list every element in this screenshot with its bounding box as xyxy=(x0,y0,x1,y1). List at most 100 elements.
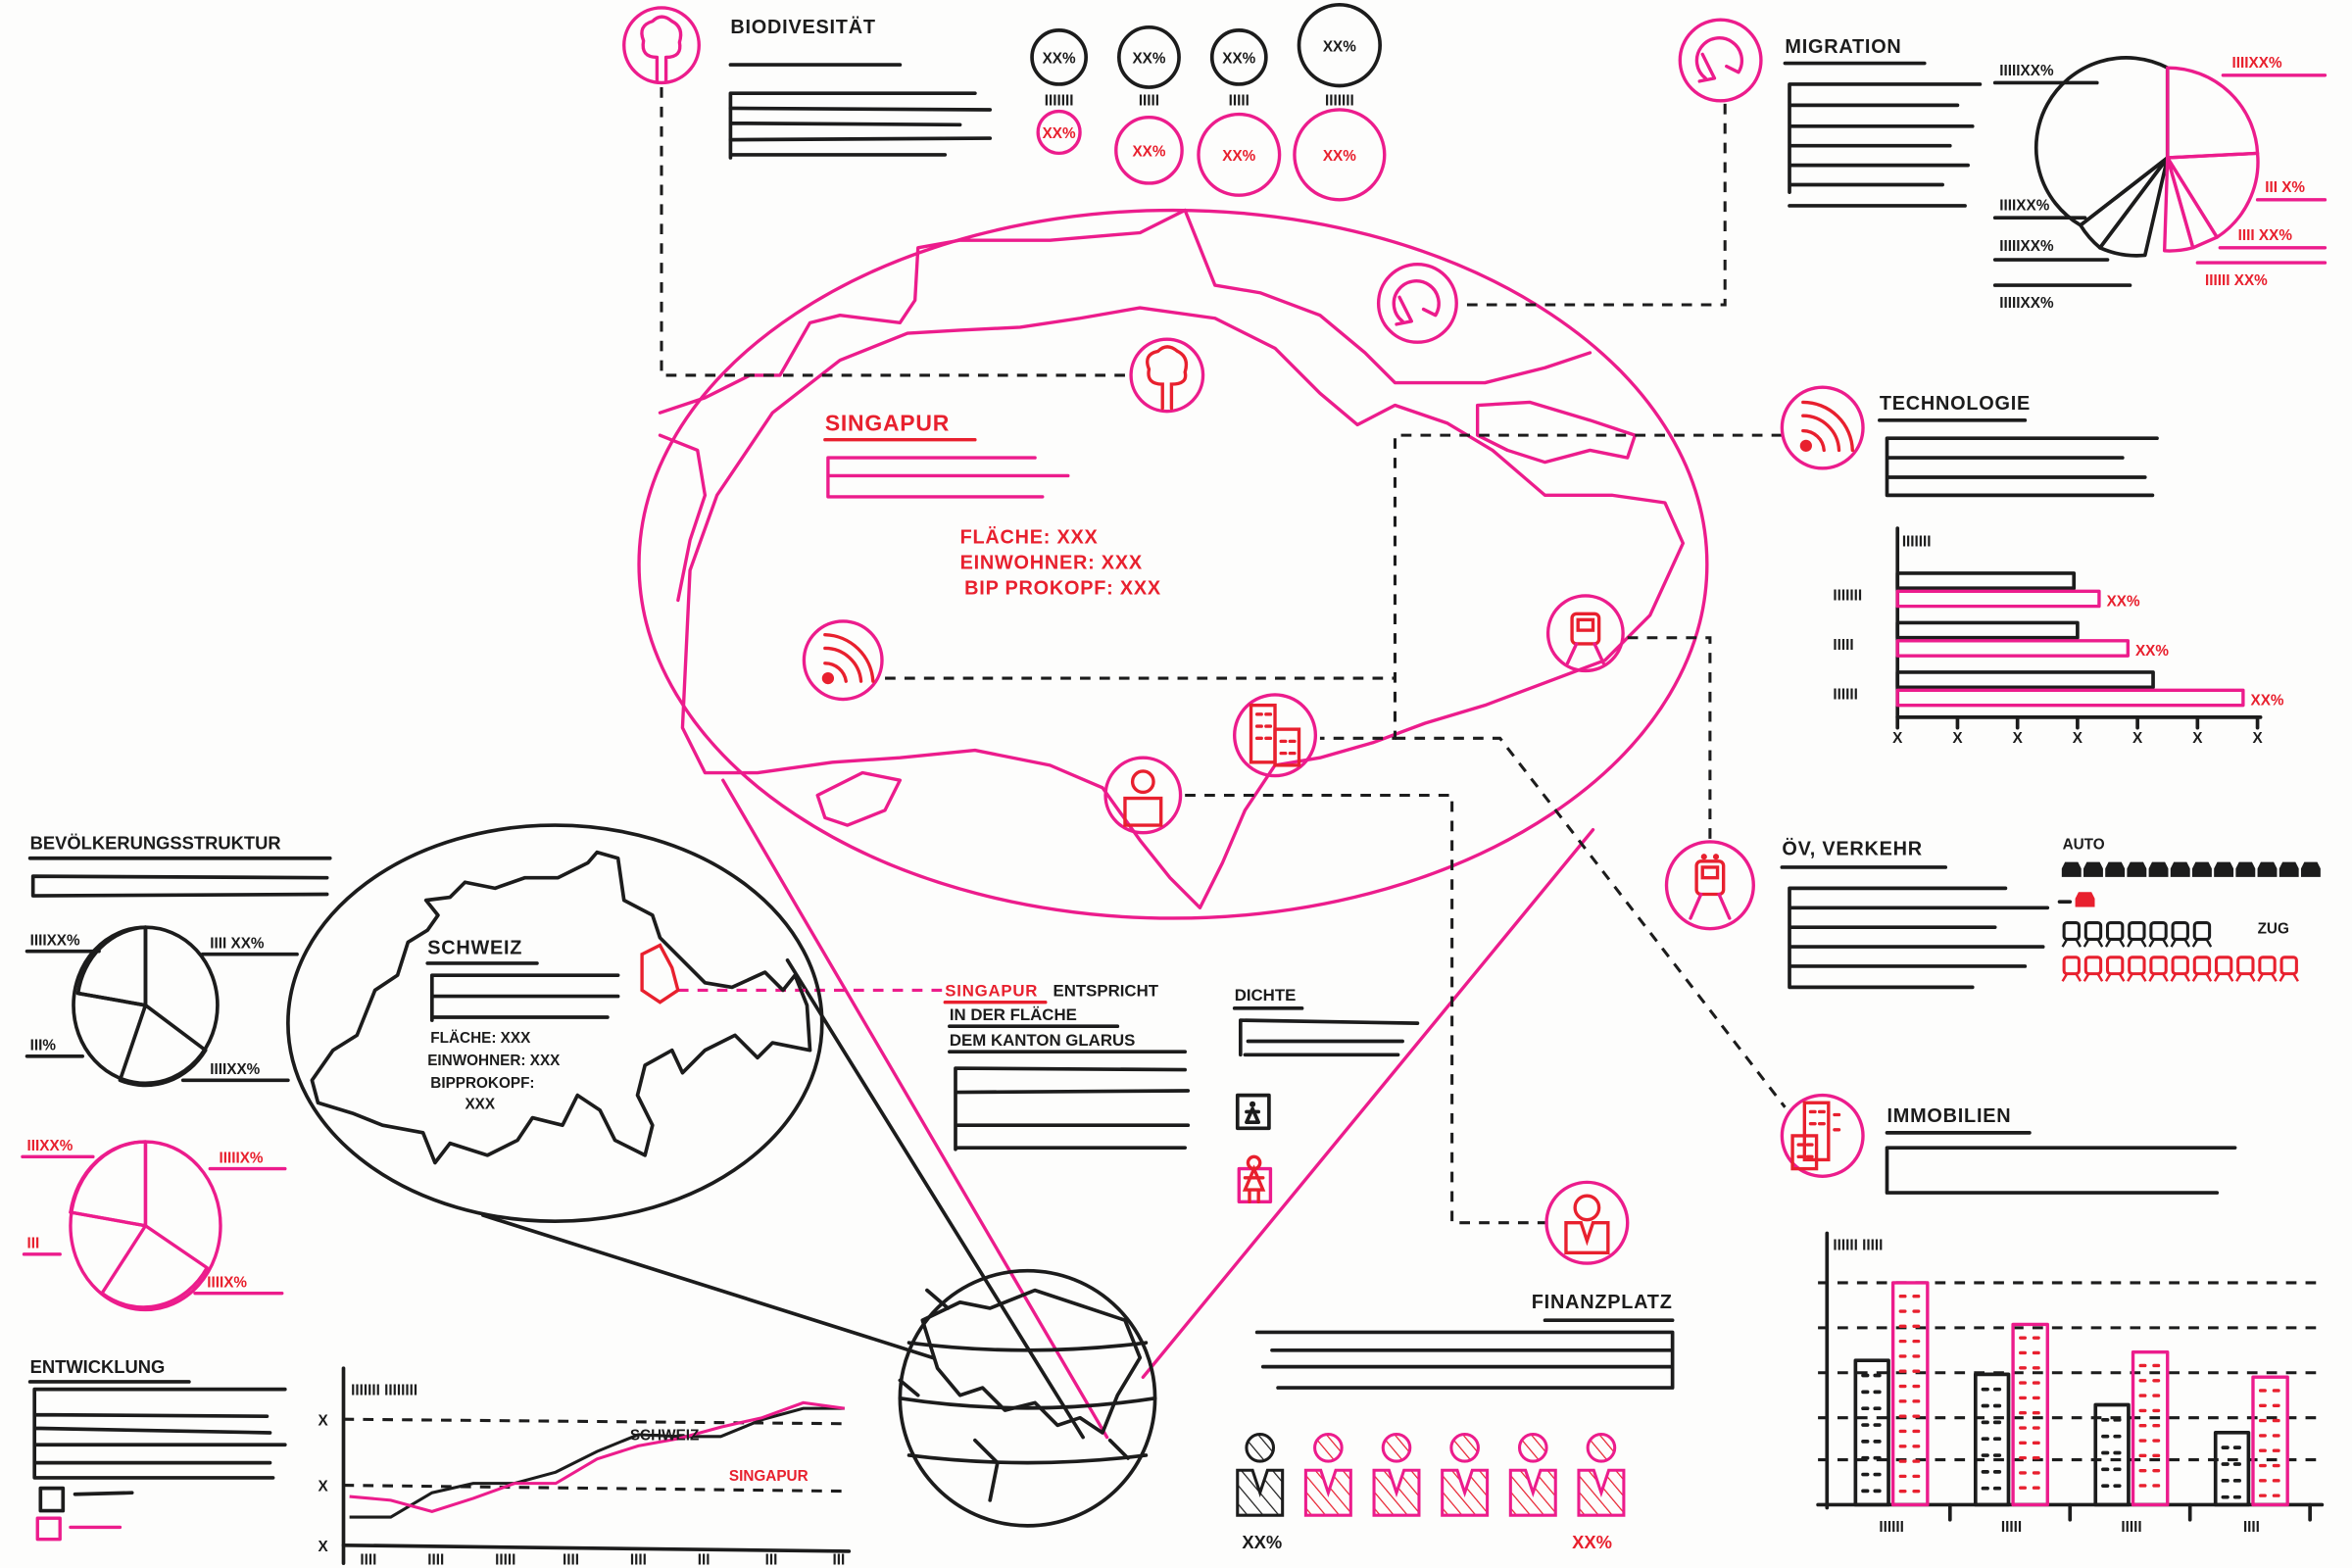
migration-labels: IIIIIXX% IIIIXX% IIIIIXX% IIIIIXX% IIIIX… xyxy=(1992,55,2328,312)
singapore-train xyxy=(2257,956,2278,982)
swiss-value: XX% xyxy=(1323,38,1356,55)
map-icon-tree[interactable] xyxy=(1129,337,1205,414)
swiss-train xyxy=(2148,921,2169,948)
financial-center-text-placeholder xyxy=(1254,1330,1675,1390)
map-title: SINGAPUR xyxy=(825,411,950,436)
singapore-businessman-icon xyxy=(1441,1432,1490,1517)
financial-center-title: FINANZPLATZ xyxy=(1532,1292,1673,1313)
technology-bar-swiss xyxy=(1895,620,2080,640)
car-icon xyxy=(2170,861,2190,877)
development-y-tick: X xyxy=(318,1412,328,1429)
swiss-circle xyxy=(1297,3,1382,88)
zoom-connector-lines xyxy=(481,778,1595,1440)
train-legs xyxy=(2170,972,2190,982)
technology-bar-singapore xyxy=(1895,688,2245,708)
singapore-businessman-icon xyxy=(1508,1432,1557,1517)
population-title: BEVÖLKERUNGSSTRUKTUR xyxy=(30,833,281,854)
train-icon xyxy=(2279,956,2298,976)
train-legs xyxy=(2082,938,2104,948)
migration-label-swiss-4: IIIIIXX% xyxy=(1999,295,2054,312)
real-estate-bar-swiss xyxy=(2213,1431,2251,1507)
migration-icon[interactable] xyxy=(1678,18,1763,103)
train-icon xyxy=(1565,612,1605,665)
real-estate-group-label: IIIIII xyxy=(1879,1519,1904,1536)
real-estate-icon[interactable] xyxy=(1780,1093,1865,1178)
real-estate-bar-singapore xyxy=(2131,1350,2170,1507)
car-icon xyxy=(2061,861,2082,877)
real-estate-group-label: IIIII xyxy=(2001,1519,2022,1536)
map-icon-finance[interactable] xyxy=(1103,756,1183,835)
population-text-placeholder xyxy=(30,874,329,898)
series-label-switzerland: SCHWEIZ xyxy=(630,1428,700,1445)
density-singapore-person-icon xyxy=(1237,1154,1273,1203)
body xyxy=(1577,1468,1626,1517)
real-estate-bar-singapore xyxy=(2011,1322,2049,1507)
car-icon xyxy=(2075,892,2095,907)
financial-center-singapore-value: XX% xyxy=(1572,1532,1612,1552)
swiss-train xyxy=(2104,921,2126,948)
technology-bar-value: XX% xyxy=(2251,693,2284,710)
series-label-singapore: SINGAPUR xyxy=(729,1468,808,1485)
migration-text-placeholder xyxy=(1788,82,1983,208)
train-icon xyxy=(2062,921,2081,941)
body xyxy=(1508,1468,1557,1517)
globe[interactable] xyxy=(898,1268,1157,1528)
technology-x-tick-label: X xyxy=(2192,730,2203,747)
technology-row-label: IIIII xyxy=(1833,637,1853,654)
globe-continents xyxy=(898,1288,1143,1502)
map-stat-gdp: BIP PROKOPF: XXX xyxy=(964,577,1161,599)
density-swiss-person-icon xyxy=(1235,1093,1271,1131)
migration-label-swiss-2: IIIIXX% xyxy=(1999,198,2049,215)
biodiversity-icon[interactable] xyxy=(622,6,701,85)
car-icon xyxy=(2257,861,2278,877)
train-legs xyxy=(2104,938,2126,948)
train-icon xyxy=(2192,956,2212,976)
singapore-map[interactable]: SINGAPUR FLÄCHE: XXX EINWOHNER: XXX BIP … xyxy=(637,208,1709,920)
transport-title: ÖV, VERKEHR xyxy=(1782,838,1923,860)
map-icon-buildings[interactable] xyxy=(1233,693,1318,778)
map-icon-wifi[interactable] xyxy=(802,619,884,702)
tree-icon xyxy=(1146,345,1189,411)
technology-icon[interactable] xyxy=(1780,385,1865,470)
density-text-placeholder xyxy=(1238,1018,1420,1057)
singapore-train xyxy=(2278,956,2299,982)
migration-title: MIGRATION xyxy=(1785,36,1901,58)
singapore-value: XX% xyxy=(1323,148,1356,165)
real-estate-title: IMMOBILIEN xyxy=(1887,1105,2012,1127)
map-icon-train[interactable] xyxy=(1545,594,1625,673)
development-x-tick-label: III xyxy=(832,1552,845,1568)
real-estate-axis-label: IIIIII IIIII xyxy=(1833,1237,1883,1253)
train-icon xyxy=(2171,956,2189,976)
switzerland-stat-population: EINWOHNER: XXX xyxy=(427,1053,561,1069)
development-axis-label: IIIIIII IIIIIIII xyxy=(351,1383,417,1399)
train-icon xyxy=(2236,956,2255,976)
map-stat-area: FLÄCHE: XXX xyxy=(960,525,1099,548)
coastline-west xyxy=(658,433,708,603)
biodiversity-title: BIODIVESITÄT xyxy=(730,16,875,38)
train-icon xyxy=(2105,921,2125,941)
comparison-line-3: DEM KANTON GLARUS xyxy=(950,1031,1135,1050)
technology-row-label: IIIIII xyxy=(1833,687,1858,704)
development-x-tick-label: III xyxy=(698,1552,710,1568)
transport-icon[interactable] xyxy=(1664,840,1755,931)
section-switzerland[interactable]: SCHWEIZ FLÄCHE: XXX EINWOHNER: XXX BIPPR… xyxy=(286,823,824,1224)
technology-x-tick-label: X xyxy=(1952,730,1963,747)
section-area-comparison: SINGAPUR ENTSPRICHT IN DER FLÄCHE DEM KA… xyxy=(943,982,1191,1152)
train-legs xyxy=(2170,938,2190,948)
body xyxy=(1236,1468,1285,1517)
train-legs xyxy=(2191,938,2213,948)
technology-x-tick-label: X xyxy=(2013,730,2024,747)
real-estate-group-label: IIIII xyxy=(2121,1519,2141,1536)
tick-label: IIIIIII xyxy=(1325,92,1354,109)
financial-center-icon[interactable] xyxy=(1544,1180,1630,1265)
technology-x-tick-label: X xyxy=(2132,730,2143,747)
zug-label: ZUG xyxy=(2258,920,2289,937)
map-icon-migration[interactable] xyxy=(1376,262,1458,344)
singapore-train xyxy=(2127,956,2147,982)
development-title: ENTWICKLUNG xyxy=(30,1356,166,1377)
transport-text-placeholder xyxy=(1788,886,2050,990)
population-label-swiss-4: IIIIXX% xyxy=(210,1061,260,1078)
comparison-line-1: ENTSPRICHT xyxy=(1053,982,1158,1001)
